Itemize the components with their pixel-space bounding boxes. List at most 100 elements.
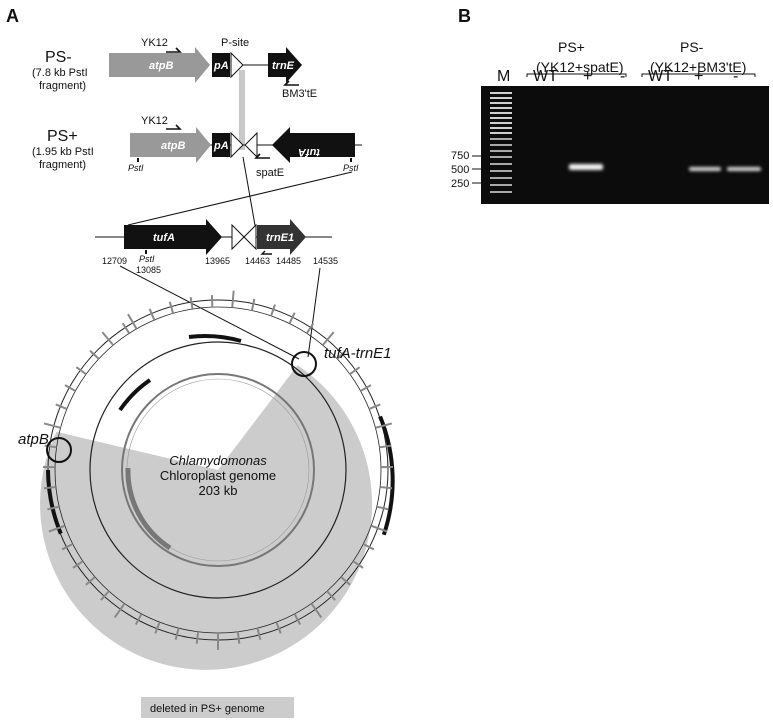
gene-tick [256,627,262,641]
band-minus2 [727,167,761,171]
ps-plus-sub2: fragment) [39,159,86,171]
gel-ladder [490,92,512,193]
gene-tick [55,403,68,410]
psite-triangle [230,51,244,79]
gene-tick [352,560,364,569]
ladder-band [490,163,512,165]
ladder-band [490,191,512,193]
panel-letter-b: B [458,6,471,26]
marker-250: 250 [451,178,469,190]
locus-map: tufA trnE1 PstI 12709 13085 13965 14463 … [95,219,338,275]
locus-trne1-label: trnE1 [266,232,294,244]
middle-dark-segment [188,334,242,343]
coord-14463: 14463 [245,256,270,266]
gene-tick [72,560,84,569]
genome-map: Chlamydomonas Chloroplast genome 203 kb … [18,290,395,718]
gene-tick [231,290,235,308]
ladder-band [490,138,512,140]
zoom-line-b [127,171,353,226]
gene-tick [61,543,74,551]
gene-tufa-rev-arrow [272,127,355,163]
genome-middle-ring [89,341,347,599]
gene-tick [113,602,126,619]
locus-tufa-label: tufA [153,232,175,244]
gene-tick [75,366,87,376]
locus-trne1-arrow [257,219,306,255]
gene-atpb-label-2: atpB [161,140,186,152]
gene-tick [379,444,392,449]
inner-gray-segment [125,467,172,551]
gene-tick [148,308,156,321]
gel-group2-sub: (YK12+BM3'tE) [650,59,746,75]
atpb-label: atpB [18,431,49,448]
gene-tick [250,298,256,311]
ladder-band [490,170,512,172]
gel-lane-label-wt1: WT [533,68,558,85]
locus-tufa-arrow [124,219,222,255]
gel-bands [569,164,761,171]
outer-dark-segment-1 [378,415,395,536]
locus-pstI-label: PstI [139,254,155,264]
ps-plus-sub1: (1.95 kb PstI [32,146,94,158]
ps-plus-construct: PS+ (1.95 kb PstI fragment) YK12 atpB pA… [32,115,362,179]
primer-spate-label: spatE [256,167,284,179]
gene-tick [375,422,393,429]
gene-tick [340,576,351,586]
genome-line3: 203 kb [198,483,237,498]
ladder-band [490,102,512,104]
gel-group2-bracket [641,73,756,77]
gene-atpb-label: atpB [149,60,174,72]
gel-group2-label: PS- [680,39,704,55]
gene-tick [362,543,375,551]
ladder-band [490,156,512,158]
gel-lane-label-minus1: - [620,68,625,85]
pstI-tick-left [137,158,139,162]
atpb-highlight-circle [46,437,72,463]
gel-lane-labels: M WT + - WT + - [497,68,738,85]
ladder-band [490,144,512,146]
primer-spate-arrow-icon [254,153,270,159]
zoom-line-a [242,156,257,232]
gene-tick [305,322,315,334]
ladder-band [490,150,512,152]
ps-minus-construct: PS- (7.8 kb PstI fragment) YK12 P-site a… [32,37,317,100]
gene-tick [368,403,381,410]
zoom-line-c [119,265,300,360]
gene-tick [127,313,138,330]
primer-fwd-arrow-icon [166,47,182,53]
gene-tick [47,505,60,511]
ladder-band [490,122,512,124]
gene-ticks [43,290,393,650]
gene-tick [380,486,393,490]
zoom-line-d [307,267,321,358]
gene-tick [121,322,131,334]
gene-atpb-arrow-2 [130,127,211,163]
pstI-right-label: PstI [343,163,359,173]
ladder-band [490,117,512,119]
gene-tick [360,384,372,392]
gene-pa-box-2 [212,133,230,157]
tufa-trne1-highlight-circle [291,351,317,377]
gene-tick [85,576,96,586]
gene-tick [236,631,241,644]
ps-plus-primer-yk12: YK12 [141,115,168,127]
band-plus2 [689,167,721,171]
ps-minus-sub1: (7.8 kb PstI [32,67,88,79]
gene-tick [288,312,296,324]
gel-lane-label-minus2: - [733,68,738,85]
marker-750: 750 [451,150,469,162]
gene-pa-label-2: pA [213,140,229,152]
ps-minus-primer-yk12: YK12 [141,37,168,49]
ladder-band [490,177,512,179]
ps-minus-sub2: fragment) [39,80,86,92]
gel-lane-label-plus1: + [583,68,592,85]
ps-minus-label: PS- [45,49,72,66]
coord-12709: 12709 [102,256,127,266]
locus-pstI-tick [145,250,147,254]
ladder-band [490,97,512,99]
gene-tick [293,613,302,625]
gene-tick [174,627,180,641]
coord-13085: 13085 [136,265,161,275]
gel-lane-label-plus2: + [694,68,703,85]
